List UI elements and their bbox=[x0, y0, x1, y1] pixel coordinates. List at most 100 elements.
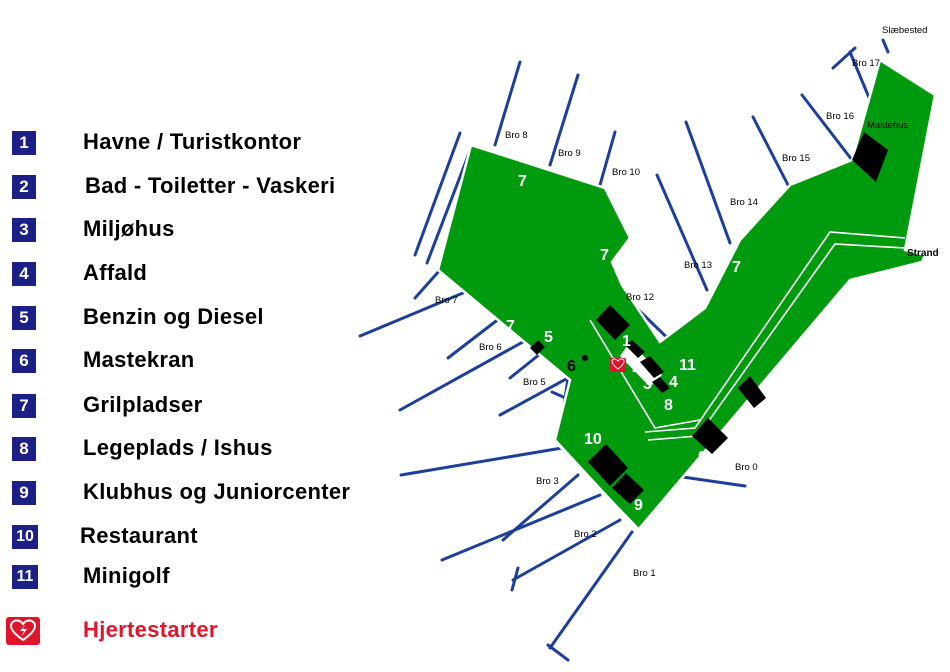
path-line bbox=[644, 231, 906, 433]
map-marker-4: 4 bbox=[669, 374, 678, 391]
pier-line bbox=[398, 336, 532, 412]
pier-label: Bro 13 bbox=[684, 260, 712, 271]
building-mastehus bbox=[852, 132, 888, 182]
map-marker-2: 2 bbox=[632, 357, 641, 376]
legend-number-box: 1 bbox=[12, 131, 36, 155]
building bbox=[596, 305, 630, 340]
office-area bbox=[620, 342, 662, 387]
pier-line bbox=[511, 518, 622, 582]
pier-label: Bro 0 bbox=[735, 462, 758, 473]
legend-number-box: 11 bbox=[12, 565, 38, 589]
legend-label-defibrillator: Hjertestarter bbox=[83, 617, 218, 642]
pier-line bbox=[358, 286, 477, 338]
pier-line bbox=[425, 146, 473, 265]
map-marker-3: 3 bbox=[643, 376, 652, 393]
pier-label: Bro 12 bbox=[626, 292, 654, 303]
map-marker-10: 10 bbox=[584, 431, 602, 448]
pier-label: Bro 14 bbox=[730, 197, 758, 208]
pier-line bbox=[399, 446, 564, 477]
pier-label: Bro 3 bbox=[536, 476, 559, 487]
paths bbox=[554, 231, 906, 529]
legend-label: Havne / Turistkontor bbox=[83, 129, 302, 154]
pier-label: Bro 15 bbox=[782, 153, 810, 164]
pier-line bbox=[655, 173, 709, 292]
pier-line bbox=[881, 38, 890, 54]
legend-label: Grilpladser bbox=[83, 392, 203, 417]
pier-label: Bro 2 bbox=[574, 529, 597, 540]
legend-label: Benzin og Diesel bbox=[83, 304, 264, 329]
building bbox=[640, 356, 664, 378]
legend-number-box: 4 bbox=[12, 262, 36, 286]
map-marker-6: 6 bbox=[567, 358, 576, 375]
legend-number-box: 10 bbox=[12, 525, 38, 549]
map-marker-7: 7 bbox=[600, 247, 609, 264]
mast-house-label: Mastehus bbox=[867, 120, 908, 131]
pier-line bbox=[440, 493, 602, 562]
path-line bbox=[589, 319, 701, 429]
pier-label: Bro 9 bbox=[558, 148, 581, 159]
pier-label: Bro 8 bbox=[505, 130, 528, 141]
pier-line bbox=[413, 268, 442, 300]
slipway-label: Slæbested bbox=[882, 25, 927, 36]
pier-line bbox=[493, 60, 522, 147]
mast-crane-dot bbox=[582, 355, 588, 361]
map-marker-5: 5 bbox=[544, 329, 553, 346]
legend-number-box: 8 bbox=[12, 437, 36, 461]
building bbox=[652, 377, 670, 393]
building bbox=[588, 444, 628, 486]
pier-line bbox=[413, 131, 462, 257]
building bbox=[612, 473, 644, 504]
pier-line bbox=[848, 50, 872, 102]
legend-number-box: 9 bbox=[12, 481, 36, 505]
pier-line bbox=[548, 73, 580, 167]
path-line bbox=[647, 243, 906, 441]
map-marker-9: 9 bbox=[634, 497, 643, 514]
map-marker-1: 1 bbox=[622, 333, 631, 350]
legend-label: Miljøhus bbox=[83, 216, 175, 241]
map-marker-7: 7 bbox=[518, 173, 527, 190]
pier-line bbox=[800, 93, 854, 162]
legend-label: Affald bbox=[83, 260, 148, 285]
legend-label: Klubhus og Juniorcenter bbox=[83, 479, 351, 504]
beach-label: Strand bbox=[907, 248, 939, 259]
pier-label: Bro 5 bbox=[523, 377, 546, 388]
map-marker-11: 11 bbox=[679, 357, 696, 374]
pier-line bbox=[684, 120, 732, 245]
pier-label: Bro 1 bbox=[633, 568, 656, 579]
map-markers: 7 7 7 7 5 6 1 2 3 4 11 8 10 9 9 bbox=[506, 173, 741, 514]
map-marker-8: 8 bbox=[664, 397, 673, 414]
pier-line bbox=[598, 130, 617, 187]
pier-line bbox=[548, 530, 634, 650]
building bbox=[530, 340, 545, 355]
building bbox=[738, 376, 766, 408]
pier-label: Bro 17 bbox=[852, 58, 880, 69]
map-marker-9: 9 bbox=[698, 449, 707, 466]
pier-line bbox=[751, 115, 790, 187]
legend: 1 Havne / Turistkontor 2 Bad - Toiletter… bbox=[0, 0, 440, 672]
pier-line bbox=[446, 316, 502, 360]
pier-line bbox=[831, 46, 857, 70]
pier-label: Bro 6 bbox=[479, 342, 502, 353]
pier-line bbox=[498, 376, 570, 417]
legend-label: Minigolf bbox=[83, 563, 170, 588]
path-line bbox=[554, 441, 639, 529]
buildings bbox=[530, 132, 888, 504]
pier-label: Bro 16 bbox=[826, 111, 854, 122]
legend-number-box: 6 bbox=[12, 349, 36, 373]
heart-defibrillator-icon bbox=[610, 358, 626, 372]
heart-defibrillator-icon bbox=[6, 617, 40, 645]
place-labels: Slæbested Strand Mastehus bbox=[867, 25, 939, 259]
pier-line bbox=[510, 566, 520, 592]
building bbox=[692, 418, 728, 454]
pier-labels: Bro 0 Bro 1 Bro 2 Bro 3 Bro 5 Bro 6 Bro … bbox=[435, 58, 880, 579]
legend-number-box: 3 bbox=[12, 218, 36, 242]
legend-label: Bad - Toiletter - Vaskeri bbox=[85, 173, 336, 198]
map-marker-7: 7 bbox=[732, 259, 741, 276]
map-marker-7: 7 bbox=[506, 318, 515, 335]
legend-number-box: 5 bbox=[12, 306, 36, 330]
legend-label: Legeplads / Ishus bbox=[83, 435, 273, 460]
legend-label: Restaurant bbox=[80, 523, 198, 548]
pier-label: Bro 10 bbox=[612, 167, 640, 178]
building bbox=[625, 340, 645, 358]
